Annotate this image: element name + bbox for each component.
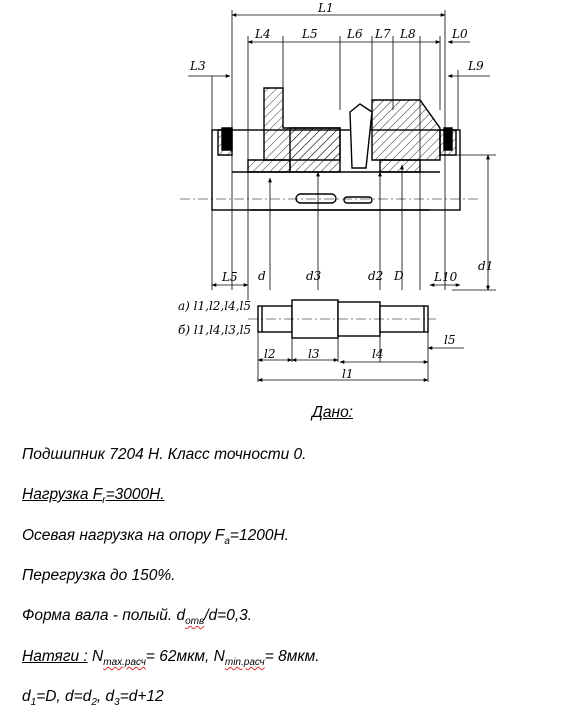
label-d1: d1 — [478, 259, 493, 273]
label-d2: d2 — [368, 269, 383, 283]
load-label: Нагрузка F — [22, 486, 103, 503]
shaft-label-l5: l5 — [444, 333, 455, 347]
load-line: Нагрузка Fr=3000Н. — [22, 486, 165, 506]
label-L9: L9 — [467, 59, 484, 73]
rel-d1-sub: 1 — [30, 697, 37, 709]
axial-value: =1200Н. — [229, 527, 289, 544]
load-sub: r — [102, 495, 106, 507]
shaft-form-line: Форма вала - полый. dотв/d=0,3. — [22, 607, 252, 627]
rel-rest2: , d — [96, 688, 115, 705]
tension-label: Натяги : — [22, 648, 88, 665]
nmin-value: = 8мкм. — [264, 648, 320, 665]
shaft-rest: /d=0,3. — [204, 607, 253, 624]
shaft-label-l3: l3 — [308, 347, 320, 361]
load-value: =3000Н. — [105, 486, 165, 503]
rel-d1: d — [22, 688, 31, 705]
nmax-sub: max.расч — [103, 657, 146, 669]
shaft-label-l1: l1 — [342, 367, 353, 381]
rel-d3-sub: 3 — [114, 697, 120, 709]
nmin: N — [213, 648, 225, 665]
label-d3: d3 — [306, 269, 322, 283]
rel-d2-sub: 2 — [91, 697, 97, 709]
label-L3: L3 — [189, 59, 206, 73]
shaft-label-l4: l4 — [372, 347, 383, 361]
variant-b: б) l1,l4,l3,l5 — [178, 323, 251, 337]
shaft-form-text: Форма вала - полый. d — [22, 607, 186, 624]
axial-text: Осевая нагрузка на опору F — [22, 527, 225, 544]
label-L10: L10 — [433, 270, 458, 284]
housing-section — [211, 87, 461, 211]
overload-line: Перегрузка до 150%. — [22, 567, 176, 584]
label-L7: L7 — [374, 27, 391, 41]
given-heading: Дано: — [312, 404, 353, 421]
assembly-drawing: L1 L4 L5 L6 L7 L8 L0 L3 L9 — [178, 1, 496, 382]
label-L4: L4 — [254, 27, 271, 41]
relations-line: d1=D, d=d2, d3=d+12 — [22, 688, 164, 708]
label-D: D — [393, 269, 404, 283]
label-L6: L6 — [346, 27, 363, 41]
shaft-label-l2: l2 — [264, 347, 275, 361]
nmax-value: = 62мкм, — [145, 648, 210, 665]
shaft-sub: отв — [185, 616, 205, 628]
nmax: N — [92, 648, 104, 665]
bearing-line: Подшипник 7204 Н. Класс точности 0. — [22, 446, 307, 463]
label-L1: L1 — [317, 1, 334, 15]
rel-rest3: =d+12 — [119, 688, 164, 705]
label-L0: L0 — [451, 27, 468, 41]
tension-line: Натяги : Nmax.расч= 62мкм, Nmin.расч= 8м… — [22, 648, 320, 668]
axial-line: Осевая нагрузка на опору Fa=1200Н. — [22, 527, 289, 547]
label-L5: L5 — [301, 27, 318, 41]
axial-sub: a — [224, 536, 230, 548]
variant-a: а) l1,l2,l4,l5 — [178, 299, 251, 313]
nmin-sub: min.расч — [224, 657, 265, 669]
label-L8: L8 — [399, 27, 416, 41]
label-L5-bottom: L5 — [221, 270, 238, 284]
label-d: d — [258, 269, 266, 283]
rel-rest1: =D, d=d — [36, 688, 92, 705]
